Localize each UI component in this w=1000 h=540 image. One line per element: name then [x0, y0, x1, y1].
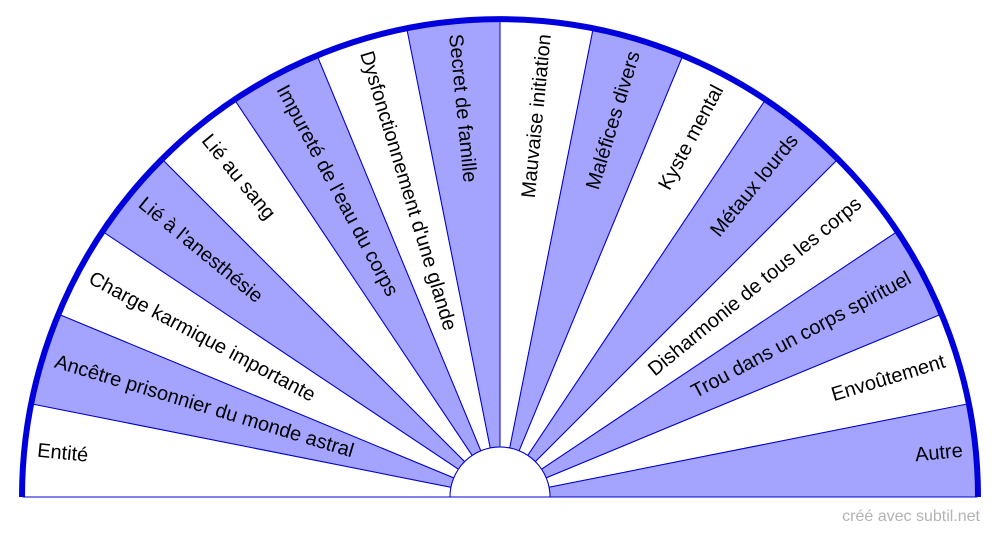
- chart-segments: [22, 19, 978, 498]
- label-entite: Entité: [36, 440, 89, 467]
- credit-text: créé avec subtil.net: [842, 508, 980, 525]
- center-hub: [449, 446, 551, 498]
- label-autre: Autre: [914, 440, 964, 467]
- outer-rim: [19, 16, 981, 498]
